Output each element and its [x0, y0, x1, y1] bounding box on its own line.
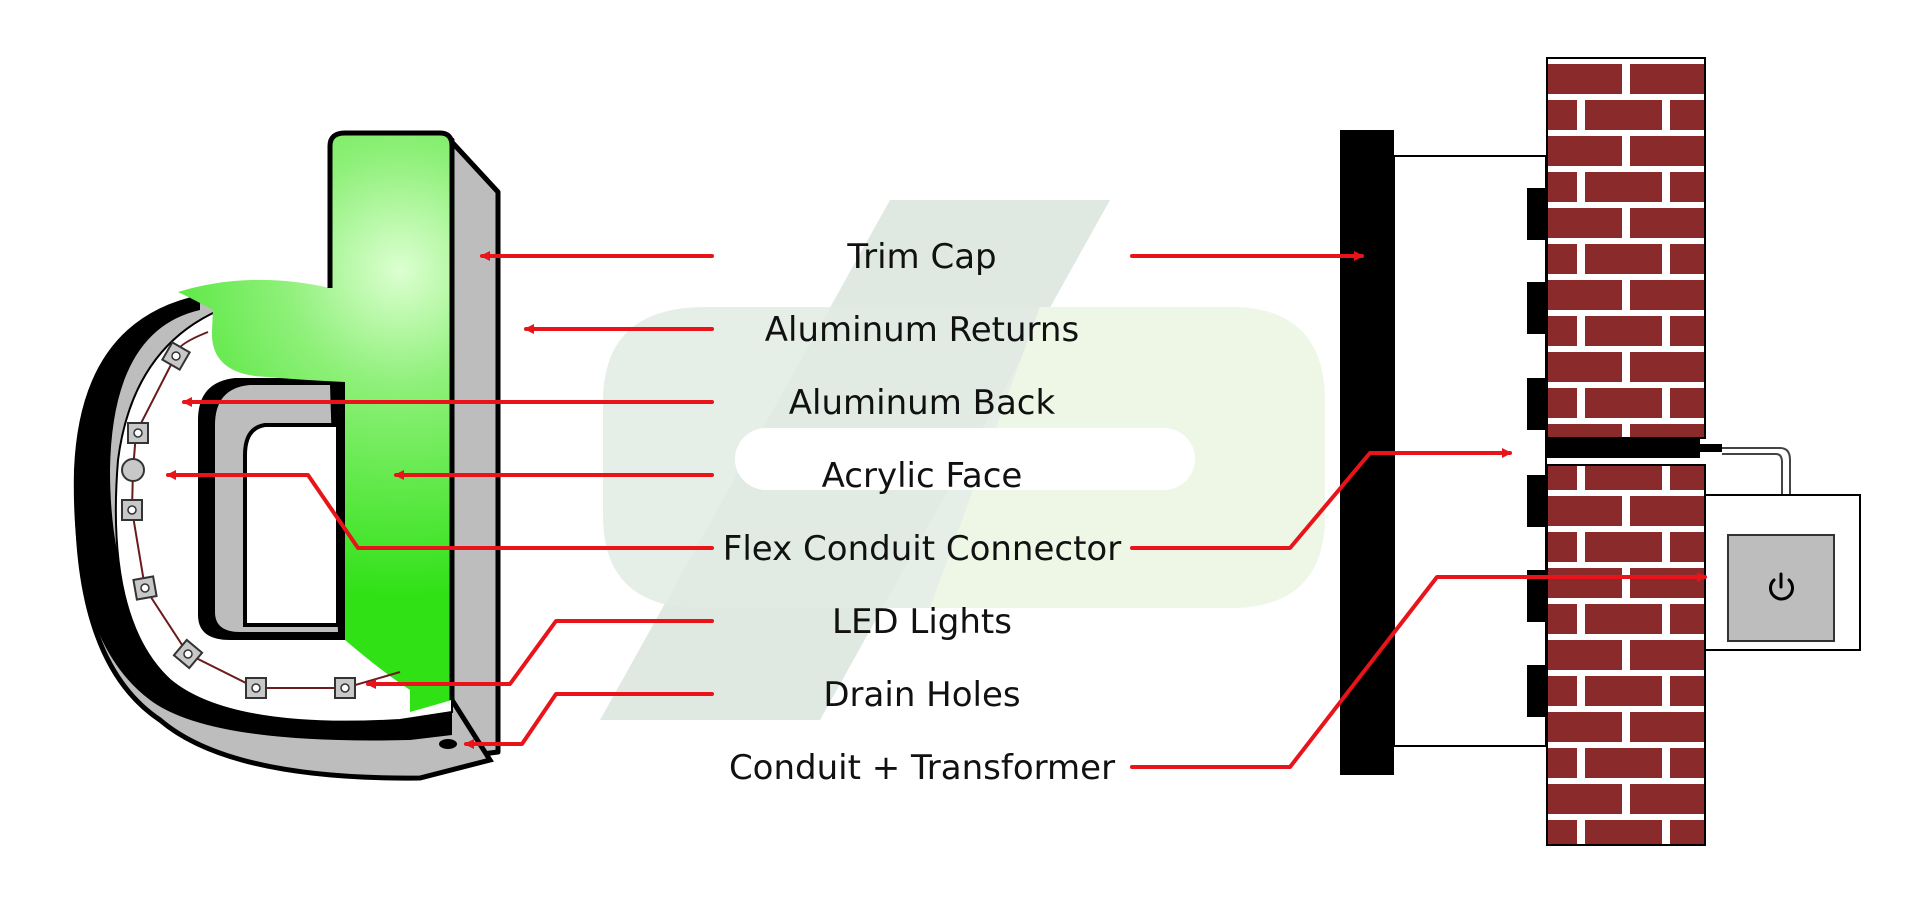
label-led-lights: LED Lights — [832, 602, 1012, 642]
wall-anchors — [1527, 188, 1547, 717]
acrylic-face — [178, 133, 452, 712]
drain-holes-arrow — [464, 692, 714, 749]
label-flex-conduit-connector: Flex Conduit Connector — [723, 529, 1121, 569]
drain-hole — [439, 739, 457, 749]
flex-conduit-arrow-right — [1130, 448, 1512, 550]
conduit-wire — [1722, 447, 1791, 530]
flex-conduit-arrow-left — [166, 470, 714, 550]
callout-labels: Trim Cap Aluminum Returns Aluminum Back … — [723, 237, 1121, 788]
label-aluminum-back: Aluminum Back — [789, 383, 1056, 423]
leader-arrows — [166, 251, 1707, 769]
flex-conduit-connector — [1547, 438, 1722, 458]
label-aluminum-returns: Aluminum Returns — [765, 310, 1079, 350]
conduit-transformer-arrow — [1130, 572, 1707, 769]
watermark-logo — [600, 200, 1325, 720]
aluminum-return-side — [447, 137, 501, 761]
channel-letter-d — [73, 130, 501, 781]
power-icon — [1769, 572, 1794, 601]
label-drain-holes: Drain Holes — [823, 675, 1020, 715]
brick-wall-lower — [1546, 464, 1706, 846]
brick-wall-upper — [1546, 57, 1706, 439]
led-lights-arrow — [366, 619, 714, 689]
label-trim-cap: Trim Cap — [846, 237, 996, 277]
label-conduit-transformer: Conduit + Transformer — [729, 748, 1115, 788]
label-acrylic-face: Acrylic Face — [822, 456, 1023, 496]
